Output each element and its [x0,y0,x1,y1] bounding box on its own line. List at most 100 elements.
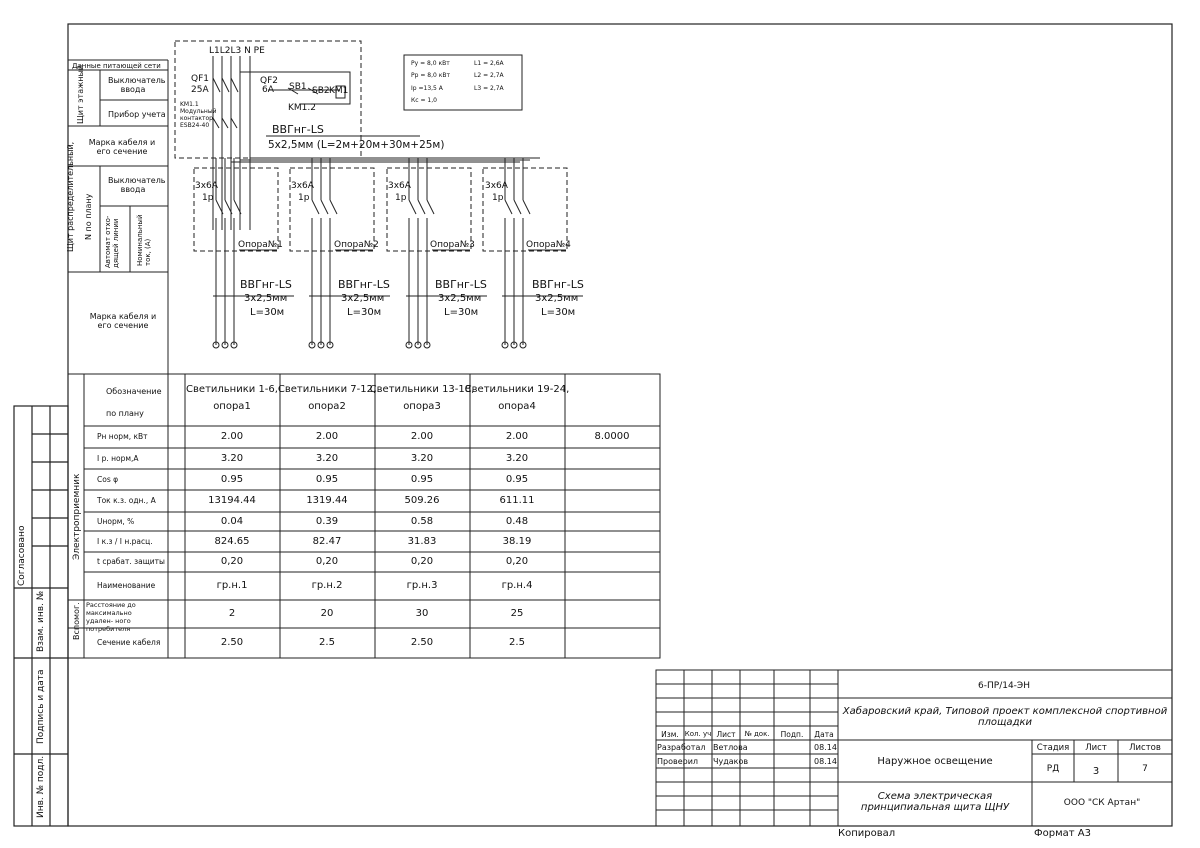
sheets-value: 7 [1142,764,1148,774]
inventory-original-label: Инв. № подл. [36,755,46,818]
table-cell: 2.00 [220,431,244,442]
col-sign: Подп. [780,730,804,739]
table-cell: гр.н.3 [406,580,438,591]
sign-date-label: Подпись и дата [36,669,46,744]
checked-date: 08.14 [814,757,837,766]
phase-labels: L1L2L3 N PE [209,46,265,56]
group-cable-spec: 3x2,5мм [438,293,482,304]
calc-ip: Iр =13,5 А [411,85,443,92]
table-cell: 1319.44 [306,495,348,506]
table-cell: 2.00 [505,431,529,442]
meter-label: Прибор учета [108,110,166,119]
table-cell: 0.95 [315,473,339,485]
group-dashed-box [289,167,375,252]
table-cell: 25 [510,608,524,619]
copied-label: Копировал [838,828,896,839]
group-length: L=30м [250,307,285,318]
calc-kc: Кс = 1,0 [411,97,437,104]
table-cell: 38.19 [502,535,532,547]
table-row-label: t срабат. защиты [97,557,165,566]
group-support: Опора№3 [430,240,475,250]
inventory-replace-label: Взам. инв. № [36,590,46,652]
cable-mark-label-2: Марка кабеля и его сечение [89,312,157,331]
table-cell: 509.26 [404,495,440,506]
table-cell: 0,20 [505,556,529,567]
column-header-line1: Светильники 1-6, [186,384,278,395]
qf1-rating: 25A [191,85,209,95]
table-cell: 3.20 [315,452,339,464]
table-cell: 2.00 [410,431,434,442]
sheet-value: 3 [1092,766,1100,777]
group-cable: ВВГнг-LS [338,278,390,291]
group-pole: 1p [492,193,504,203]
group-breaker: 3x6A [388,181,411,191]
table-cell: 611.11 [499,495,535,506]
col-doc: № док. [744,730,770,738]
table-cell: гр.н.2 [311,580,343,591]
calc-pu: Pу = 8,0 кВт [411,60,450,67]
col-list: Лист [716,730,736,739]
table-cell: 0.48 [505,515,529,527]
outgoing-breaker-label: Автомат отхо- дящей линии [104,215,120,268]
sb1-label: SB1 [289,82,307,92]
column-header-line1: Светильники 7-12, [277,384,377,395]
company-name: ООО "СК Артан" [1063,798,1141,808]
table-cell: 13194.44 [208,495,256,506]
table-row-label: Pн норм, кВт [97,432,148,441]
column-header-line2: опора3 [403,401,441,412]
table-row-label: I к.з / I н.расц. [97,536,153,546]
col-date: Дата [814,730,834,739]
power-data-label: Данные питающей сети [72,62,161,70]
floor-panel-label: Щит этажный [76,64,85,124]
table-cell: 2.5 [319,637,335,648]
table-row-label: Cos φ [97,474,119,484]
column-header-line2: опора1 [213,401,251,412]
group-support: Опора№2 [334,240,379,250]
developed-role: Разработал [657,743,706,752]
group-cable-spec: 3x2,5мм [535,293,579,304]
approved-label: Согласовано [17,525,27,586]
group-pole: 1p [298,193,310,203]
table-cell: 2.50 [220,637,244,648]
group-pole: 1p [202,193,214,203]
doc-code: 6-ПР/14-ЭН [978,681,1030,691]
calc-pr: Pр = 8,0 кВт [411,72,450,79]
dist-input-switch-label: Выключатель ввода [108,176,166,195]
table-cell: 2.5 [509,637,525,648]
table-cell: 0,20 [315,556,339,567]
table-cell: 82.47 [312,535,342,547]
table-cell: 0.95 [410,473,434,485]
group-dashed-box [482,167,568,252]
table-row-label: Расстояние до максимально удален- ного п… [86,601,136,633]
column-header-line1: Светильники 19-24, [464,384,570,395]
km1-label: KM1 [329,86,349,96]
group-cable: ВВГнг-LS [240,278,292,291]
group-cable: ВВГнг-LS [532,278,584,291]
column-header-line2: опора4 [498,401,536,412]
table-row-label: I р. норм,А [97,453,139,463]
table-row-label: Uнорм, % [97,516,135,526]
column-header-line1: Светильники 13-18, [369,384,475,395]
table-cell: 20 [320,608,334,619]
table-cell: 0,20 [220,556,244,567]
group-cable: ВВГнг-LS [435,278,487,291]
qf1-label: QF1 [191,74,209,84]
group-dashed-box [193,167,279,252]
checked-name: Чудаков [713,757,749,766]
format-label: Формат А3 [1034,828,1091,839]
table-cell: 824.65 [214,535,250,547]
table-cell: 2.50 [410,637,434,648]
table-cell: 0.95 [220,473,244,485]
developed-date: 08.14 [814,743,837,752]
sheet-label: Лист [1085,743,1107,753]
table-cell: 31.83 [407,535,437,547]
table-cell: 2.00 [315,431,339,442]
group-support: Опора№1 [238,240,283,250]
table-cell: 0,20 [410,556,434,567]
sb2-label: SB2 [312,86,330,96]
table-cell: 2 [228,608,236,619]
table-cell-total: 8.0000 [594,431,630,442]
cable-mark-label: Марка кабеля и его сечение [88,138,156,157]
